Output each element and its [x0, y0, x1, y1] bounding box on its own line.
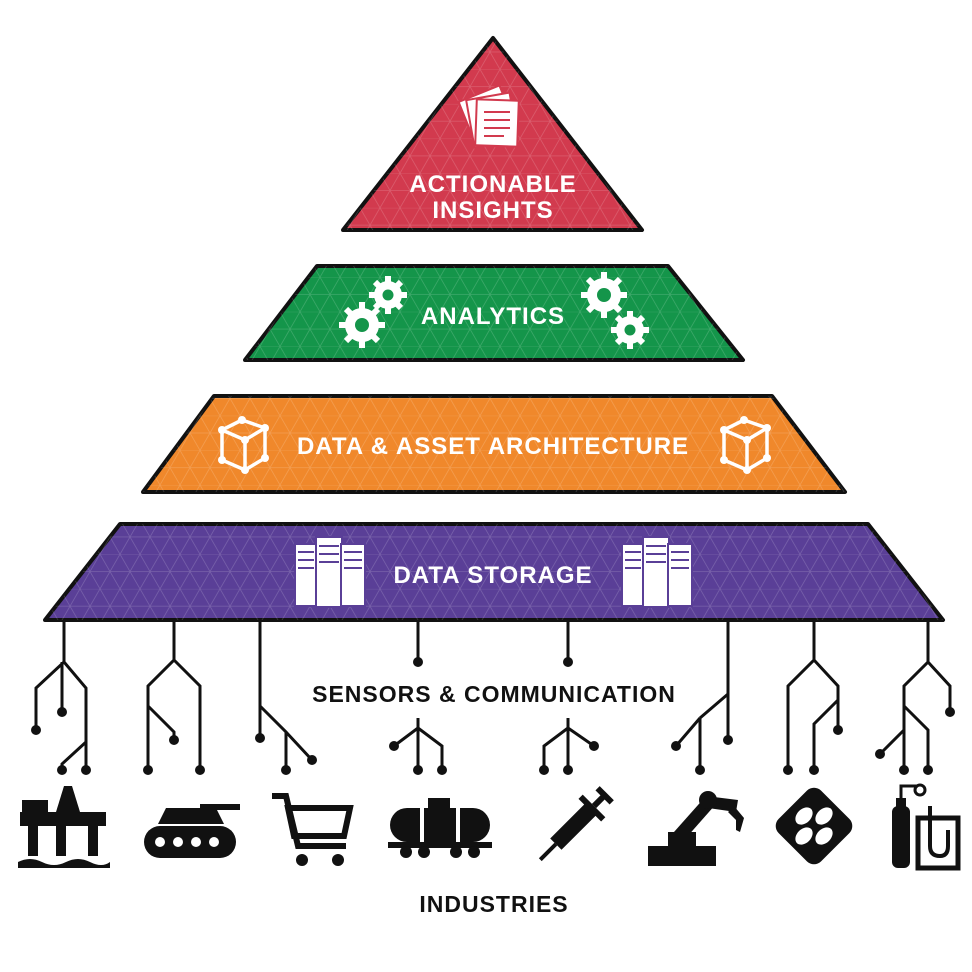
- tier-data-storage: DATA STORAGE: [43, 522, 945, 622]
- sensors-label: SENSORS & COMMUNICATION: [312, 681, 676, 707]
- lab-gas-icon: [892, 783, 961, 871]
- tier-analytics: ANALYTICS: [243, 264, 745, 362]
- tier-label-line-2: INSIGHTS: [432, 197, 553, 224]
- tier-label: DATA & ASSET ARCHITECTURE: [297, 433, 689, 460]
- tank-car-icon: [388, 798, 492, 858]
- tier-label: DATA STORAGE: [393, 562, 592, 589]
- syringe-icon: [538, 786, 614, 862]
- robot-arm-icon: [648, 791, 744, 866]
- server-icon: [294, 536, 693, 608]
- cube-vertex-dots: [218, 416, 771, 474]
- oil-rig-icon: [18, 786, 110, 868]
- tier-data-asset-architecture: DATA & ASSET ARCHITECTURE: [141, 394, 847, 494]
- tier-actionable-insights: ACTIONABLE INSIGHTS: [341, 36, 644, 232]
- shopping-cart-icon: [272, 793, 354, 866]
- industries-label: INDUSTRIES: [419, 891, 568, 917]
- pill-pack-icon: [775, 787, 853, 865]
- tier-label: ANALYTICS: [421, 303, 565, 330]
- sensor-wiring: [31, 620, 955, 775]
- gears-icon: [339, 272, 649, 349]
- industry-icons: [18, 783, 961, 871]
- tank-icon: [144, 804, 240, 858]
- documents-icon: [457, 84, 520, 149]
- tier-label-line-1: ACTIONABLE: [409, 171, 576, 198]
